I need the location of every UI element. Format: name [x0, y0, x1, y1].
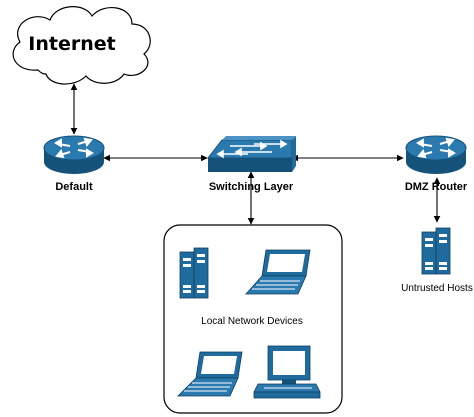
router-icon	[405, 135, 467, 174]
default-router-label: Default	[55, 181, 93, 193]
server-icon	[421, 227, 451, 275]
switch-icon	[206, 136, 296, 172]
switch-label: Switching Layer	[209, 181, 294, 193]
server-icon	[179, 247, 209, 299]
desktop-computer-icon	[253, 345, 321, 399]
local-network-label: Local Network Devices	[201, 316, 303, 327]
laptop-icon	[177, 351, 243, 397]
router-icon	[43, 135, 105, 174]
internet-cloud: Internet	[12, 6, 151, 85]
untrusted-hosts-label: Untrusted Hosts	[401, 283, 473, 294]
connections	[70, 83, 441, 225]
dmz-router-label: DMZ Router	[405, 181, 468, 193]
laptop-icon	[245, 249, 311, 295]
internet-label: Internet	[28, 33, 115, 55]
